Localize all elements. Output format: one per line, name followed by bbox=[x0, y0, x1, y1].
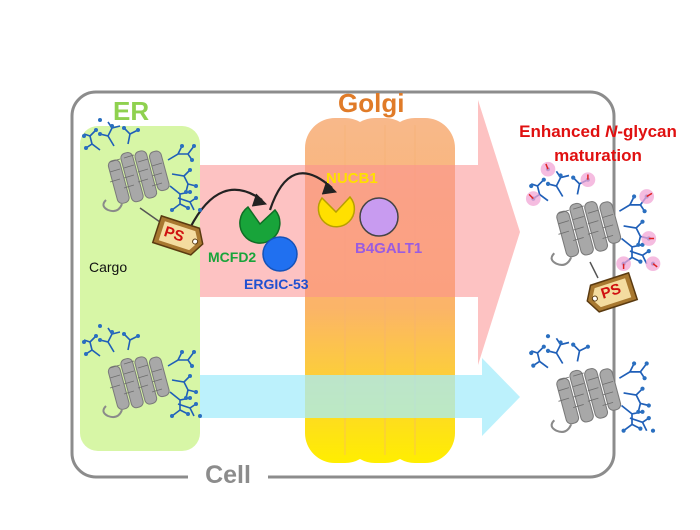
curved-arrow-icon bbox=[268, 172, 333, 211]
result-title-line1: Enhanced N-glycan bbox=[519, 122, 677, 141]
protein-structure-icon bbox=[525, 161, 662, 272]
nucb1-label: NUCB1 bbox=[326, 170, 378, 187]
enhanced-pathway-arrow bbox=[200, 100, 520, 365]
result-title-line2: maturation bbox=[554, 146, 642, 165]
result-title: Enhanced N-glycan maturation bbox=[498, 120, 698, 168]
nucb1-protein bbox=[317, 195, 356, 228]
mcfd2-protein bbox=[239, 205, 281, 244]
ergic53-protein bbox=[262, 236, 298, 272]
b4galt1-protein bbox=[359, 197, 399, 237]
golgi-label: Golgi bbox=[338, 88, 405, 118]
cargo-label: Cargo bbox=[89, 259, 128, 275]
er-label: ER bbox=[113, 96, 150, 126]
ps-tag-icon bbox=[139, 207, 204, 256]
b4galt1-label: B4GALT1 bbox=[355, 240, 423, 257]
protein-structure-icon bbox=[528, 333, 657, 434]
ergic53-label: ERGIC-53 bbox=[244, 276, 309, 292]
curved-arrow-icon bbox=[189, 188, 263, 229]
ps-tag-icon bbox=[586, 261, 639, 313]
default-pathway-arrow bbox=[200, 358, 520, 436]
mcfd2-label: MCFD2 bbox=[208, 249, 257, 265]
cell-label: Cell bbox=[188, 460, 268, 490]
